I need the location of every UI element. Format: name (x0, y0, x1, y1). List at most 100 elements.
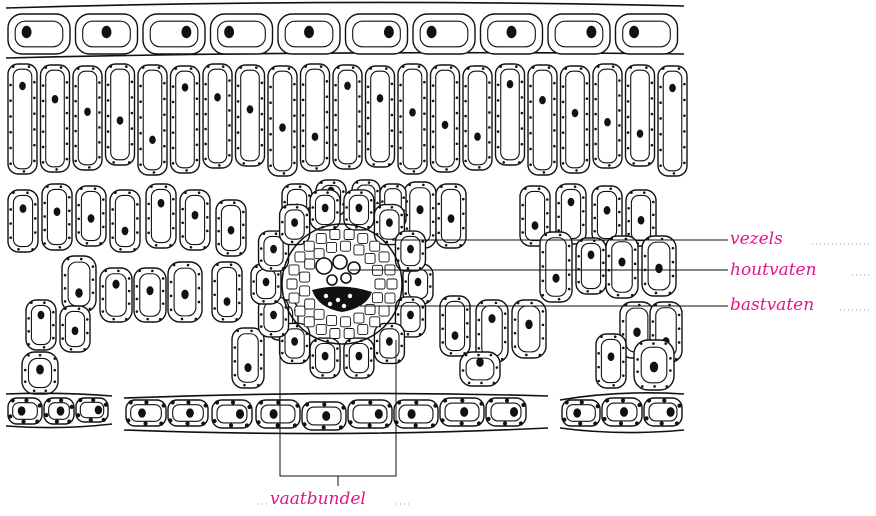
palisade-cell (463, 66, 492, 170)
epidermis-cell (440, 398, 484, 426)
label-vaatbundel: vaatbundel (270, 489, 366, 509)
spongy-cell (576, 238, 606, 294)
spongy-cell (212, 262, 242, 322)
spongy-cell (26, 300, 56, 350)
palisade-cell (658, 66, 687, 176)
epidermis-cell (302, 402, 346, 430)
spongy-cell (100, 268, 132, 322)
palisade-cell (73, 66, 102, 170)
palisade-cell (528, 65, 557, 175)
palisade-layer (8, 64, 687, 176)
spongy-cell (76, 186, 106, 246)
epidermis-cell (212, 400, 252, 428)
spongy-cell (606, 236, 638, 298)
epidermis-cell (562, 400, 600, 426)
xylem-vessel (348, 262, 360, 274)
fiber-cell (379, 252, 389, 262)
fiber-cell (304, 317, 314, 327)
fiber-cell (344, 328, 354, 338)
palisade-cell (236, 65, 265, 166)
spongy-cell (168, 262, 202, 322)
palisade-cell (561, 66, 590, 173)
spongy-cell (42, 184, 72, 250)
epidermis-cell (486, 398, 526, 426)
epidermis-cell (616, 14, 678, 54)
fiber-cell (314, 309, 324, 319)
label-houtvaten: houtvaten (730, 260, 817, 280)
fiber-cell (354, 245, 364, 255)
spongy-cell (596, 334, 626, 388)
fiber-cell (327, 316, 337, 326)
phloem-region (312, 286, 372, 312)
label-vezels: vezels (730, 229, 783, 249)
fiber-cell (344, 230, 354, 240)
palisade-cell (301, 64, 330, 171)
spongy-cell (540, 232, 572, 302)
spongy-cell (60, 306, 90, 352)
palisade-cell (398, 64, 427, 174)
spongy-cell (180, 190, 210, 250)
upper-epidermis (6, 2, 684, 58)
xylem-vessel (333, 255, 347, 269)
epidermis-cell (168, 400, 208, 426)
bundle-sheath-cell (395, 231, 425, 271)
fiber-cell (358, 234, 368, 244)
fiber-cell (316, 324, 326, 334)
fiber-cells (287, 230, 397, 339)
palisade-cell (366, 66, 395, 167)
fiber-cell (330, 328, 340, 338)
spongy-cell (460, 352, 500, 386)
fiber-cell (370, 241, 380, 251)
epidermis-cell (8, 398, 42, 424)
epidermis-cell (394, 400, 438, 428)
fiber-cell (295, 252, 305, 262)
fiber-cell (305, 259, 315, 269)
palisade-cell (496, 64, 525, 165)
epidermis-cell (143, 14, 205, 54)
spongy-cell (232, 328, 264, 388)
epidermis-cell (348, 400, 392, 428)
epidermis-cell (346, 14, 408, 54)
spongy-cell (436, 184, 466, 248)
fiber-cell (385, 293, 395, 303)
spongy-cell (146, 184, 176, 248)
fiber-cell (372, 293, 382, 303)
palisade-cell (106, 64, 135, 165)
fiber-cell (379, 306, 389, 316)
fiber-cell (300, 286, 310, 296)
spongy-cell (512, 300, 546, 358)
spongy-cell (216, 200, 246, 256)
epidermis-cell (211, 14, 273, 54)
fiber-cell (330, 230, 340, 240)
fiber-cell (305, 299, 315, 309)
fiber-cell (354, 313, 364, 323)
epidermis-cell (76, 398, 108, 422)
xylem-vessel (316, 258, 332, 274)
epidermis-cell (548, 14, 610, 54)
epidermis-cell (413, 14, 475, 54)
spongy-cell (62, 256, 96, 312)
epidermis-cell (602, 398, 642, 426)
epidermis-cell (644, 398, 682, 426)
epidermis-cell (44, 398, 74, 424)
fiber-cell (304, 241, 314, 251)
palisade-cell (203, 64, 232, 168)
palisade-cell (138, 65, 167, 175)
palisade-cell (626, 65, 655, 166)
epidermis-cell (256, 400, 300, 428)
fiber-cell (375, 279, 385, 289)
fiber-cell (316, 234, 326, 244)
epidermis-cell (278, 14, 340, 54)
epidermis-cell (481, 14, 543, 54)
epidermis-cell (8, 14, 70, 54)
bundle-sheath-cell (280, 205, 310, 245)
palisade-cell (8, 64, 37, 174)
palisade-cell (431, 65, 460, 172)
xylem-vessel (341, 273, 351, 283)
fiber-cell (287, 279, 297, 289)
palisade-cell (593, 64, 622, 168)
fiber-cell (370, 317, 380, 327)
fiber-cell (387, 279, 397, 289)
spongy-cell (642, 236, 676, 296)
